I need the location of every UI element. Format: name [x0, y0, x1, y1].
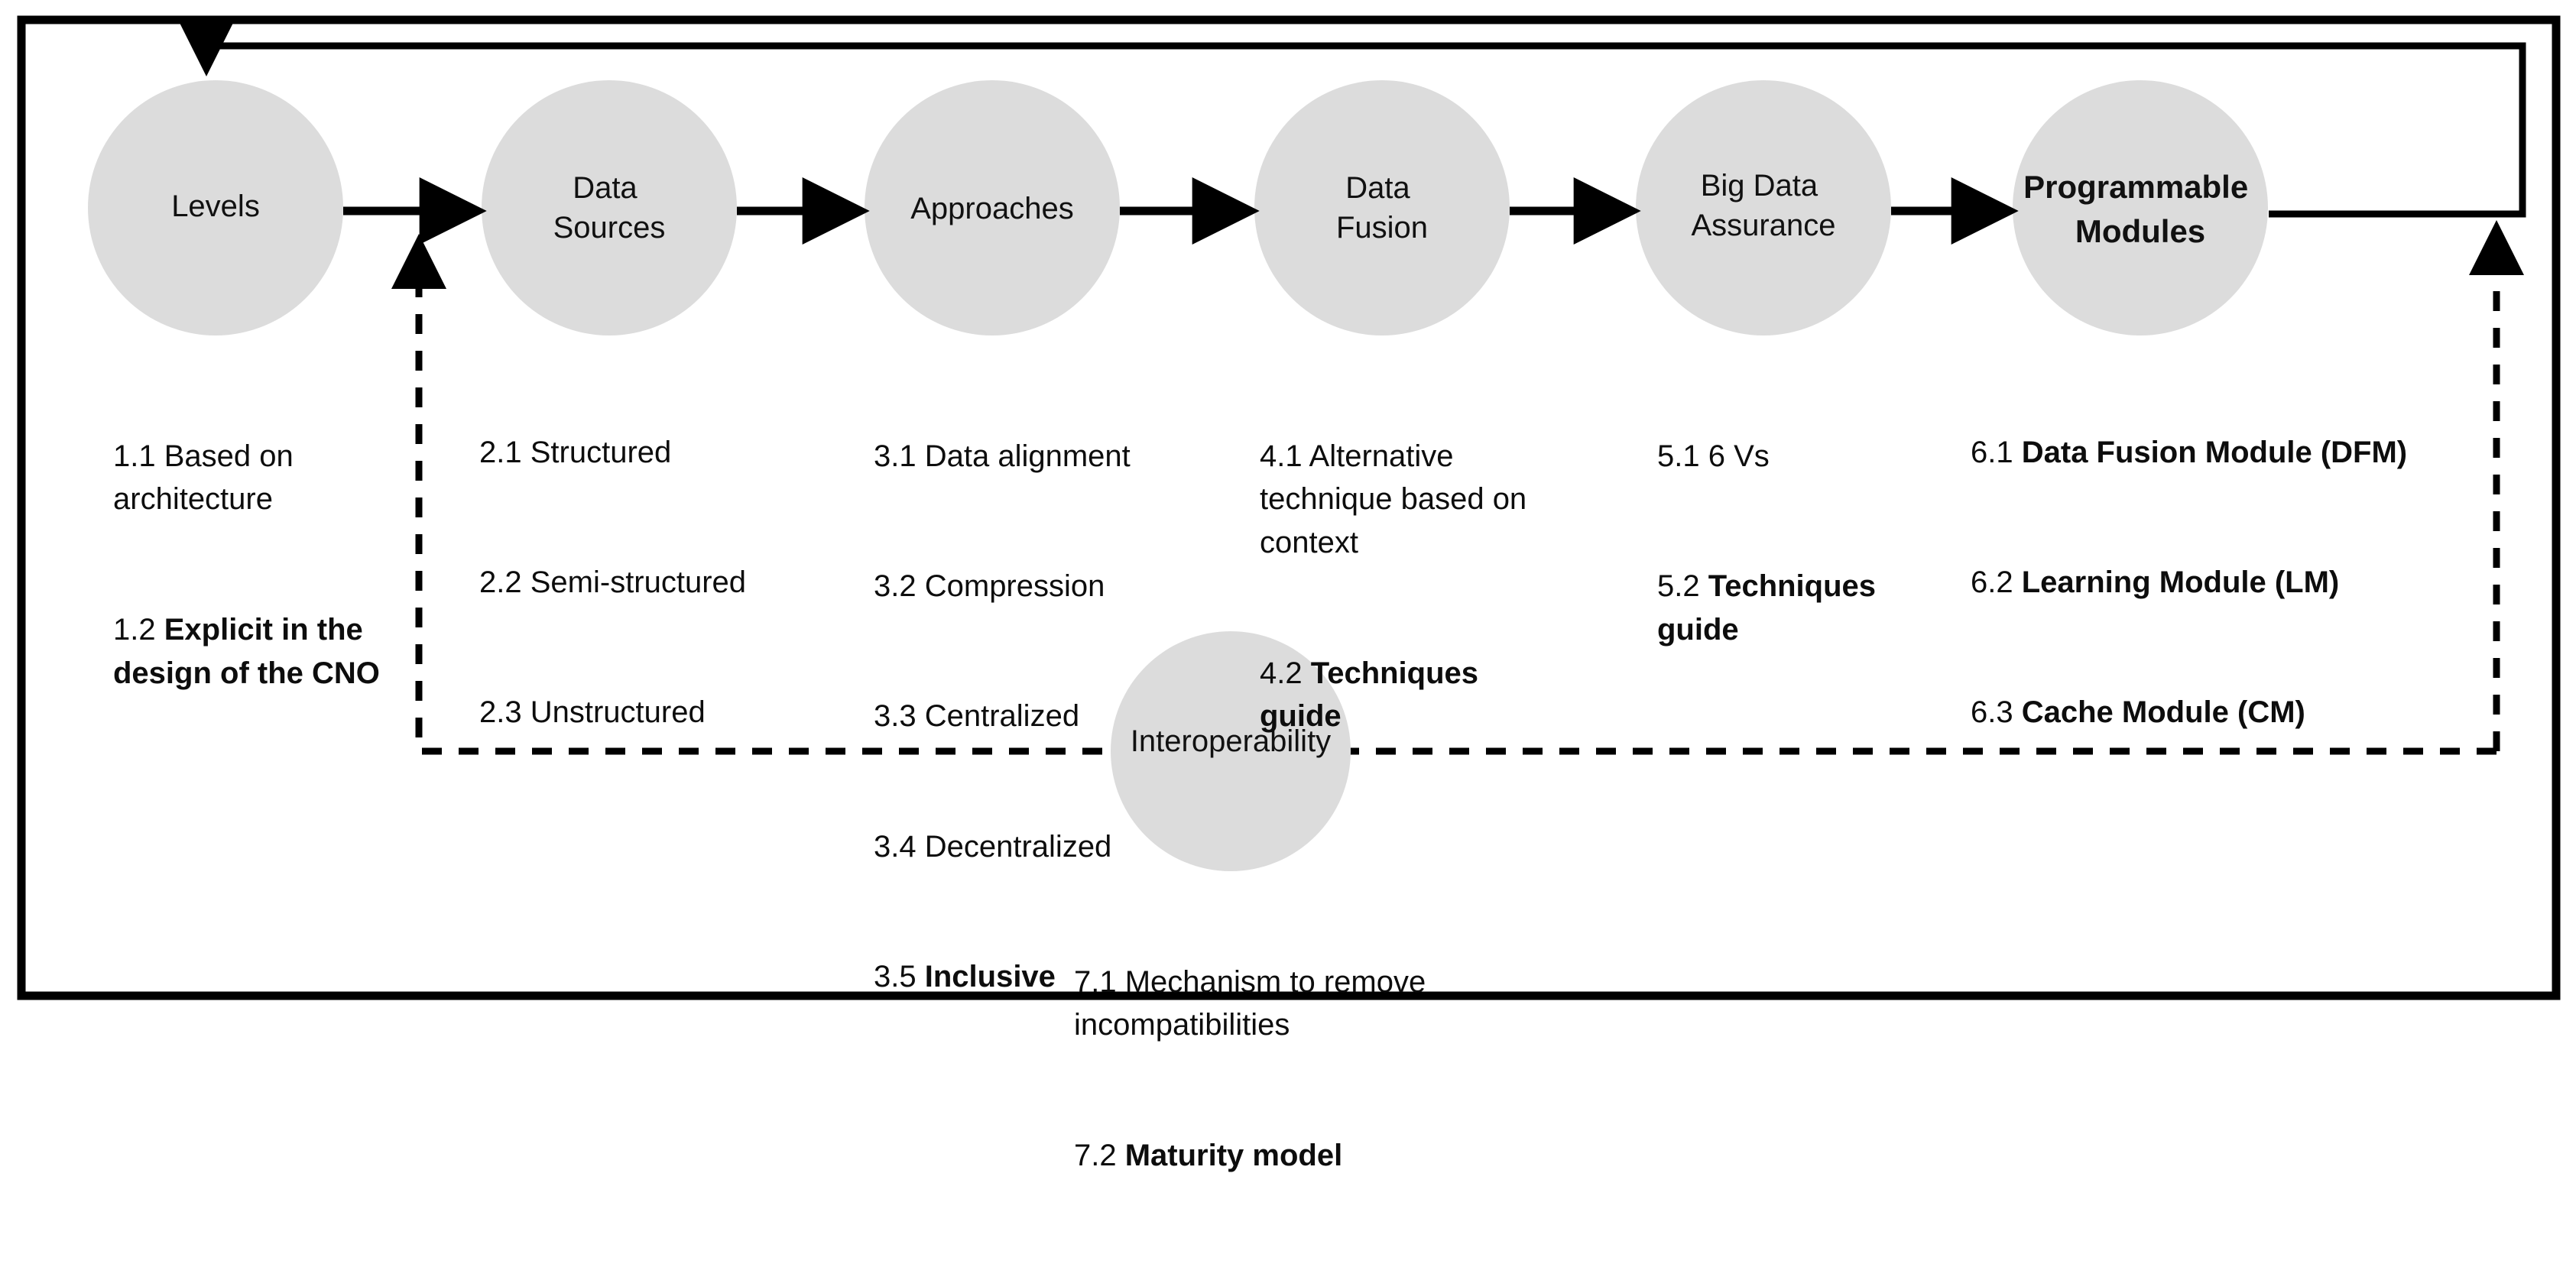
node-big-data-assurance[interactable]	[1636, 80, 1891, 335]
list-interoperability: 7.1 Mechanism to remove incompatibilitie…	[1074, 873, 1578, 1264]
node-label-approaches: Approaches	[910, 192, 1073, 225]
list-item: 6.2 Learning Module (LM)	[1971, 565, 2340, 599]
list-item: 2.1 Structured	[479, 435, 672, 469]
list-data-fusion: 4.1 Alternative technique based on conte…	[1260, 348, 1565, 825]
list-item: 7.1 Mechanism to remove incompatibilitie…	[1074, 964, 1435, 1042]
node-label-data-sources: Data Sources	[553, 171, 666, 245]
list-item: 3.2 Compression	[874, 569, 1105, 603]
list-item: 3.1 Data alignment	[874, 439, 1131, 473]
list-item: 6.1 Data Fusion Module (DFM)	[1971, 435, 2408, 469]
node-programmable-modules[interactable]	[2013, 80, 2268, 335]
node-interoperability[interactable]	[1111, 631, 1351, 871]
feedback-loop-solid	[179, 21, 2526, 218]
list-item: 3.4 Decentralized	[874, 829, 1112, 864]
list-item: 2.2 Semi-structured	[479, 565, 747, 599]
list-item: 5.1 6 Vs	[1657, 439, 1770, 473]
list-item: 4.1 Alternative technique based on conte…	[1260, 439, 1536, 560]
node-label-interoperability: Interoperability	[1131, 724, 1331, 758]
node-label-levels: Levels	[171, 190, 260, 223]
list-item: 3.5 Inclusive	[874, 960, 1056, 994]
outer-frame	[17, 15, 2561, 1000]
node-label-data-fusion: Data Fusion	[1336, 171, 1428, 245]
node-levels[interactable]	[88, 80, 343, 335]
node-label-programmable-modules: Programmable Modules	[2023, 169, 2257, 249]
list-approaches: 3.1 Data alignment 3.2 Compression 3.3 C…	[874, 348, 1233, 1086]
list-item: 6.3 Cache Module (CM)	[1971, 695, 2305, 730]
list-data-sources: 2.1 Structured 2.2 Semi-structured 2.3 U…	[479, 344, 861, 822]
list-big-data-assurance: 5.1 6 Vs 5.2 Techniques guide	[1657, 348, 1932, 738]
list-programmable-modules: 6.1 Data Fusion Module (DFM) 6.2 Learnin…	[1971, 344, 2521, 822]
node-data-fusion[interactable]	[1254, 80, 1510, 335]
list-item: 5.2 Techniques guide	[1657, 569, 1885, 647]
diagram-canvas: Levels Data Sources Approaches Data Fusi…	[17, 15, 2561, 1172]
list-item: 2.3 Unstructured	[479, 695, 706, 730]
list-item: 4.2 Techniques guide	[1260, 656, 1488, 734]
list-item: 1.1 Based on architecture	[113, 439, 302, 517]
node-label-big-data-assurance: Big Data Assurance	[1692, 169, 1836, 242]
list-item: 7.2 Maturity model	[1074, 1138, 1343, 1172]
list-levels: 1.1 Based on architecture 1.2 Explicit i…	[113, 348, 419, 782]
diagram-svg: Levels Data Sources Approaches Data Fusi…	[17, 15, 2561, 1000]
list-item: 1.2 Explicit in the design of the CNO	[113, 612, 380, 690]
node-approaches[interactable]	[865, 80, 1120, 335]
node-data-sources[interactable]	[482, 80, 737, 335]
list-item: 3.3 Centralized	[874, 699, 1080, 734]
